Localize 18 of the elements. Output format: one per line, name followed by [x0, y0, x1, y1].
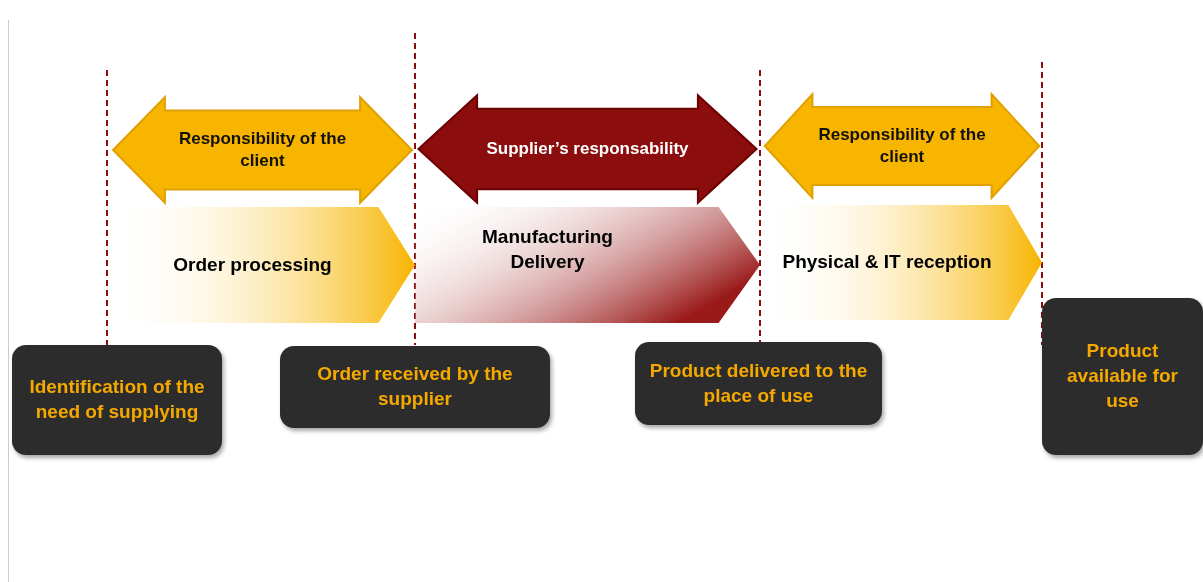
milestone-label: Order received by the supplier — [316, 362, 514, 411]
milestone-label: Product available for use — [1066, 339, 1179, 413]
milestone-label: Identification of the need of supplying — [28, 375, 206, 424]
milestone-box — [1042, 298, 1203, 455]
phase-label: Manufacturing Delivery — [481, 225, 614, 274]
double-headed-banner — [110, 95, 415, 205]
milestone-box — [280, 346, 550, 428]
phase-label: Order processing — [173, 252, 332, 277]
double-headed-banner — [762, 92, 1042, 200]
chevron-shape — [415, 207, 760, 323]
responsibility-label: Supplier’s responsability — [486, 137, 689, 160]
milestone-label: Product delivered to the place of use — [649, 358, 868, 408]
milestone-box — [635, 342, 882, 425]
milestone-box — [12, 345, 222, 455]
responsibility-label: Responsibility of the client — [817, 123, 987, 168]
phase-label: Physical & IT reception — [782, 250, 992, 275]
double-headed-banner — [415, 93, 760, 205]
responsibility-label: Responsibility of the client — [177, 127, 348, 172]
